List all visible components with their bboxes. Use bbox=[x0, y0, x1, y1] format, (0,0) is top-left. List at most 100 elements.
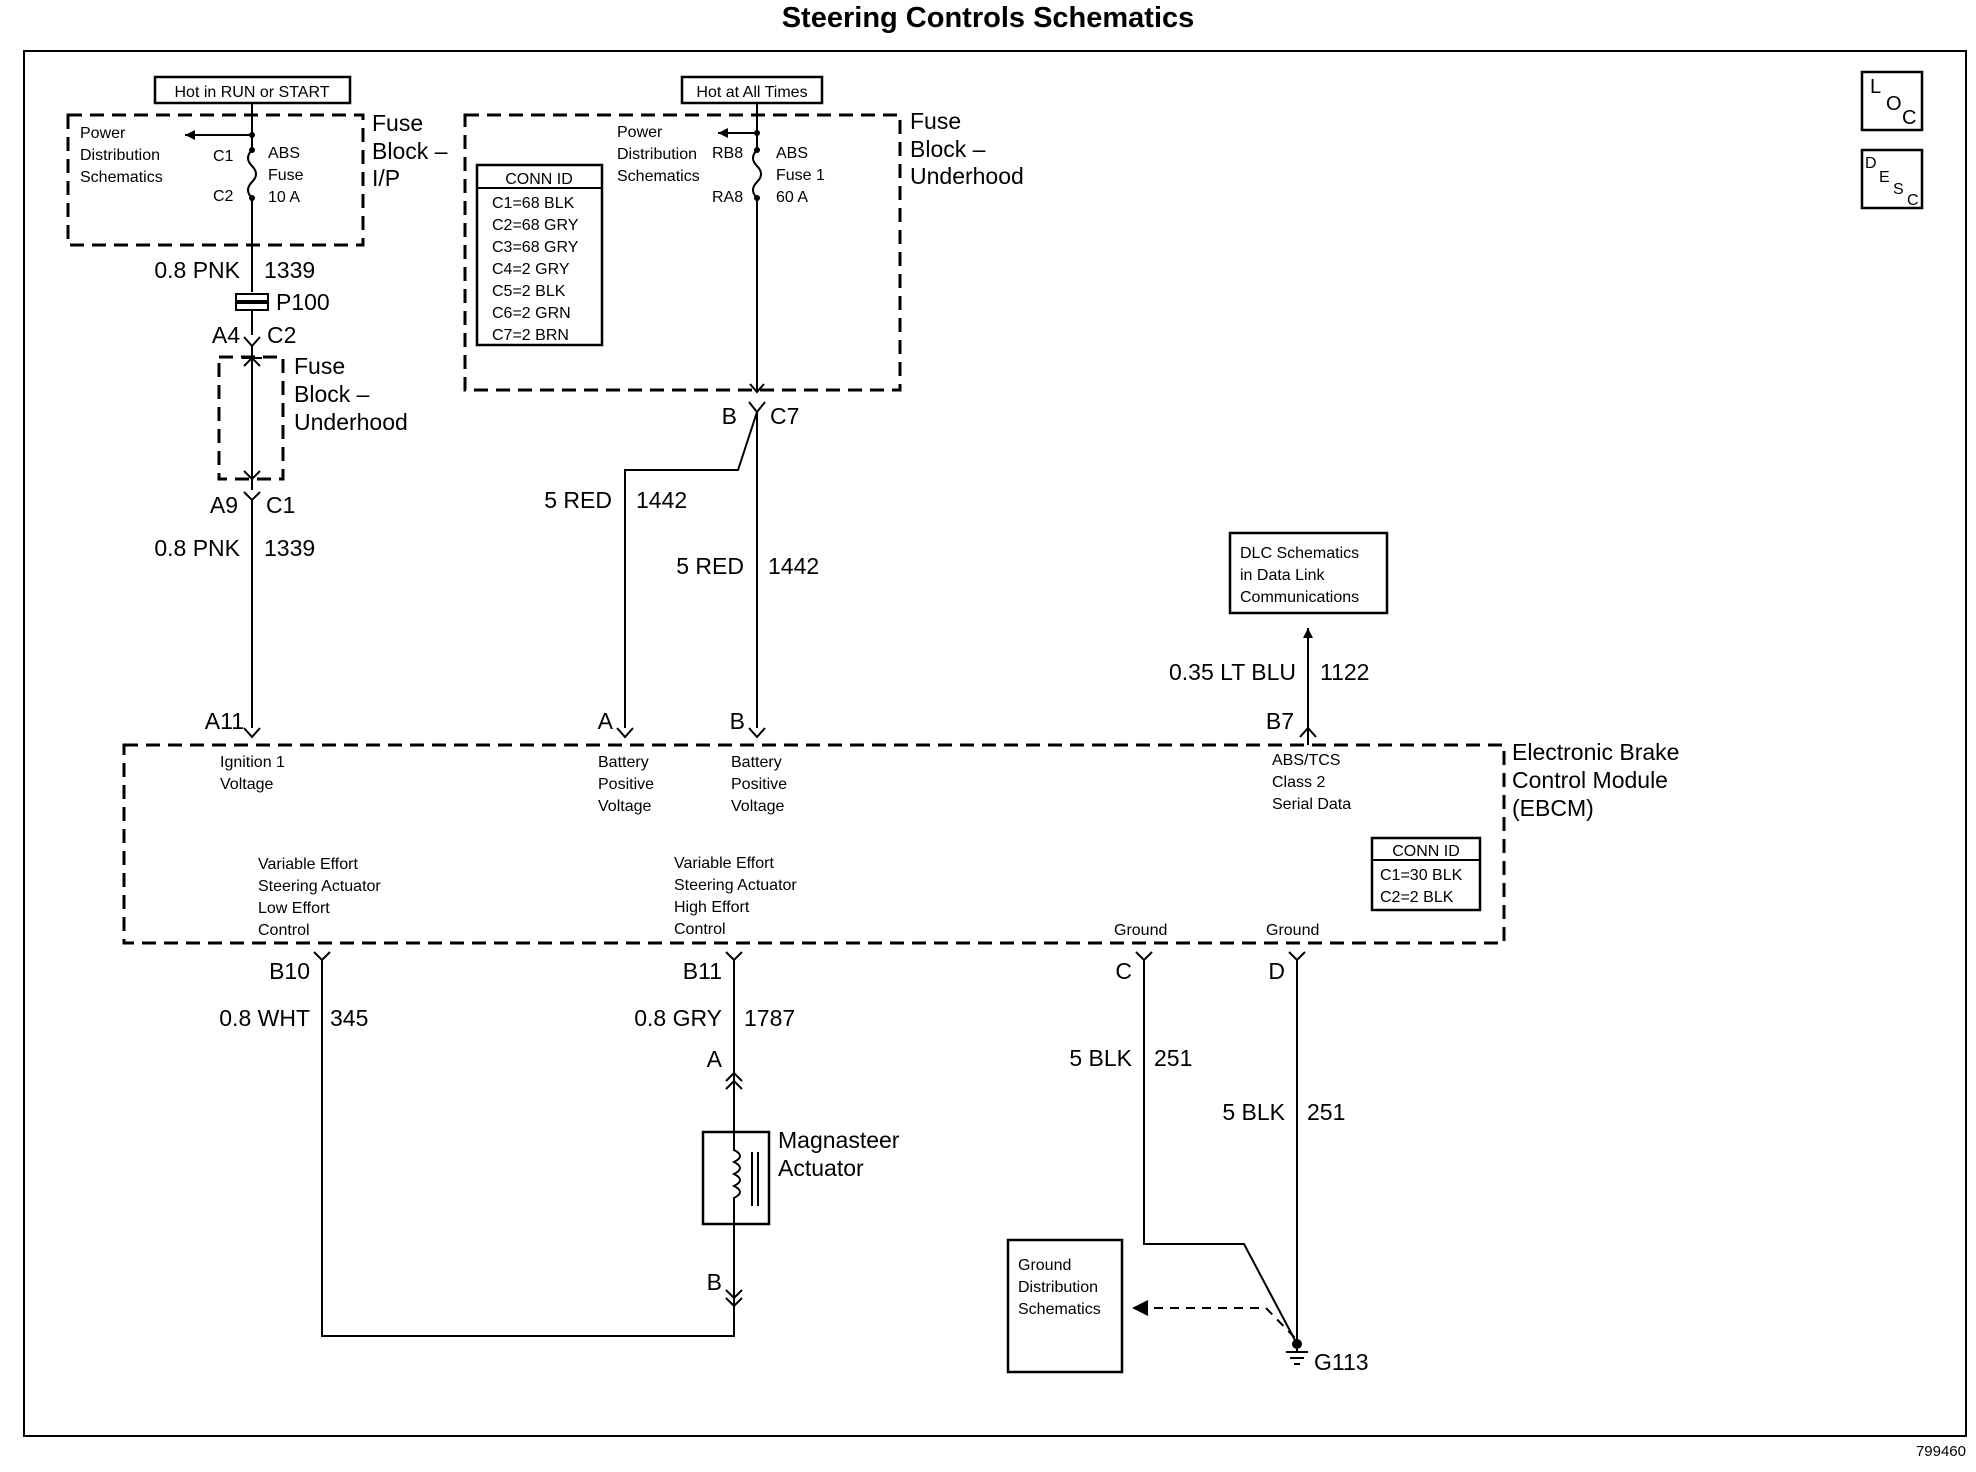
svg-text:E: E bbox=[1879, 169, 1890, 186]
batt2-label-3: Voltage bbox=[731, 798, 784, 815]
fuse-ip-label-2: Fuse bbox=[268, 167, 304, 184]
wire-251-a bbox=[1143, 960, 1298, 1345]
p100-label: P100 bbox=[276, 289, 330, 315]
wire-1442b-num: 1442 bbox=[768, 553, 819, 579]
wire-1442b-color: 5 RED bbox=[676, 553, 744, 579]
wire-1122-num: 1122 bbox=[1320, 659, 1369, 685]
pin-b7: B7 bbox=[1266, 708, 1294, 734]
pin-b: B bbox=[730, 708, 745, 734]
conn-id-top-row: C7=2 BRN bbox=[492, 327, 569, 344]
batt2-label-2: Positive bbox=[731, 776, 787, 793]
pin-b-terminal bbox=[748, 727, 766, 739]
dlc-schematics-ref[interactable]: DLC Schematics in Data Link Communicatio… bbox=[1228, 531, 1389, 615]
c7-pin-b: B bbox=[722, 403, 737, 429]
wire-1339-num: 1339 bbox=[264, 257, 315, 283]
conn-id-top-row: C3=68 GRY bbox=[492, 239, 579, 256]
fuse-block-ip-title-2: Block – bbox=[372, 138, 448, 164]
a9-pin: A9 bbox=[210, 492, 238, 518]
low-label-1: Variable Effort bbox=[258, 856, 358, 873]
svg-text:O: O bbox=[1886, 93, 1902, 115]
all-times-text: Hot at All Times bbox=[696, 84, 807, 101]
fuse-ip-label-3: 10 A bbox=[268, 189, 300, 206]
pin-b10-terminal bbox=[313, 951, 331, 962]
batt2-label-1: Battery bbox=[731, 754, 782, 771]
pin-b11: B11 bbox=[683, 958, 722, 984]
wire-251b-color: 5 BLK bbox=[1222, 1099, 1285, 1125]
pin-a11-terminal bbox=[243, 727, 261, 739]
diagram-frame bbox=[23, 50, 1967, 1437]
dlc-line-2: in Data Link bbox=[1240, 567, 1325, 584]
ground-ref-link bbox=[1138, 1307, 1298, 1341]
fuse-ip-c2: C2 bbox=[213, 188, 234, 205]
actuator-title-2: Actuator bbox=[778, 1155, 864, 1181]
pin-d-terminal bbox=[1288, 951, 1306, 962]
wire-1339b-color: 0.8 PNK bbox=[154, 535, 240, 561]
ign-label-2: Voltage bbox=[220, 776, 273, 793]
fuse-ip-symbol bbox=[247, 149, 257, 199]
actuator-pin-b-terminal-2 bbox=[725, 1297, 743, 1308]
fuse-ip-label-1: ABS bbox=[268, 145, 300, 162]
c2-terminal bbox=[243, 336, 261, 348]
wire-251a-color: 5 BLK bbox=[1069, 1045, 1132, 1071]
pin-c: C bbox=[1115, 958, 1132, 984]
fuse-block-ip-outline bbox=[66, 113, 365, 247]
wire-251a-num: 251 bbox=[1154, 1045, 1192, 1071]
wire-1442a-color: 5 RED bbox=[544, 487, 612, 513]
location-icon[interactable]: L O C bbox=[1860, 70, 1924, 132]
description-icon[interactable]: D E S C bbox=[1860, 148, 1924, 210]
abs-label-2: Class 2 bbox=[1272, 774, 1325, 791]
abs-label-3: Serial Data bbox=[1272, 796, 1351, 813]
fuse-ip-power-ref[interactable]: Power Distribution Schematics bbox=[80, 125, 163, 186]
fuse-block-uh-title-3: Underhood bbox=[910, 163, 1024, 189]
ebcm-conn-id-table: CONN ID C1=30 BLK C2=2 BLK bbox=[1370, 836, 1482, 912]
actuator-pin-a: A bbox=[707, 1046, 723, 1072]
svg-text:L: L bbox=[1870, 76, 1881, 98]
ground-symbol-icon bbox=[1286, 1339, 1308, 1365]
fuse-ip-c1: C1 bbox=[213, 148, 234, 165]
fuse-block-small-title-2: Block – bbox=[294, 381, 370, 407]
fuse-ip-c1-dot bbox=[249, 147, 255, 153]
magnasteer-actuator bbox=[701, 1130, 771, 1226]
pin-d: D bbox=[1268, 958, 1285, 984]
c7-terminal bbox=[748, 401, 766, 414]
p100-connector-b bbox=[235, 302, 269, 311]
ground-distribution-ref[interactable]: Ground Distribution Schematics bbox=[1006, 1238, 1124, 1374]
wire-1339b-num: 1339 bbox=[264, 535, 315, 561]
actuator-pin-b: B bbox=[707, 1269, 722, 1295]
power-label-all-times: Hot at All Times bbox=[680, 75, 824, 105]
conn-id-top-row: C6=2 GRN bbox=[492, 305, 571, 322]
low-label-4: Control bbox=[258, 922, 310, 939]
ign-label-1: Ignition 1 bbox=[220, 754, 285, 771]
fuse-ip-ref-1: Power bbox=[80, 125, 126, 142]
high-label-4: Control bbox=[674, 921, 726, 938]
a4-pin: A4 bbox=[212, 322, 240, 348]
fuseblock-small-bottom-arrow bbox=[243, 470, 261, 481]
wire-1442-a bbox=[624, 411, 758, 728]
fuse-uh-power-ref[interactable]: Power Distribution Schematics bbox=[617, 124, 700, 185]
pin-a11: A11 bbox=[205, 708, 244, 734]
pin-a: A bbox=[598, 708, 614, 734]
high-label-3: High Effort bbox=[674, 899, 750, 916]
ebcm-conn-row-1: C1=30 BLK bbox=[1380, 867, 1463, 884]
ebcm-outline bbox=[122, 743, 1506, 945]
conn-id-top-row: C2=68 GRY bbox=[492, 217, 579, 234]
wire-1787-color: 0.8 GRY bbox=[634, 1005, 722, 1031]
pin-b11-terminal bbox=[725, 951, 743, 962]
g113-label: G113 bbox=[1314, 1349, 1369, 1375]
conn-id-top-row: C4=2 GRY bbox=[492, 261, 570, 278]
batt1-label-1: Battery bbox=[598, 754, 649, 771]
fuse-block-ip-title-1: Fuse bbox=[372, 110, 423, 136]
c1-connector: C1 bbox=[266, 492, 295, 518]
ground-ref-arrow-icon bbox=[1132, 1300, 1148, 1316]
c7-arrow bbox=[749, 383, 765, 394]
fuse-uh-ref-3: Schematics bbox=[617, 168, 700, 185]
fuse-block-uh-title-1: Fuse bbox=[910, 108, 961, 134]
ground-ref-3: Schematics bbox=[1018, 1301, 1101, 1318]
ground-label-1: Ground bbox=[1114, 922, 1167, 939]
wire-1787-num: 1787 bbox=[744, 1005, 795, 1031]
fuse-ip-ref-2: Distribution bbox=[80, 147, 160, 164]
fuse-block-uh-title-2: Block – bbox=[910, 136, 986, 162]
page-title: Steering Controls Schematics bbox=[781, 2, 1195, 34]
fuse-uh-ref-1: Power bbox=[617, 124, 663, 141]
